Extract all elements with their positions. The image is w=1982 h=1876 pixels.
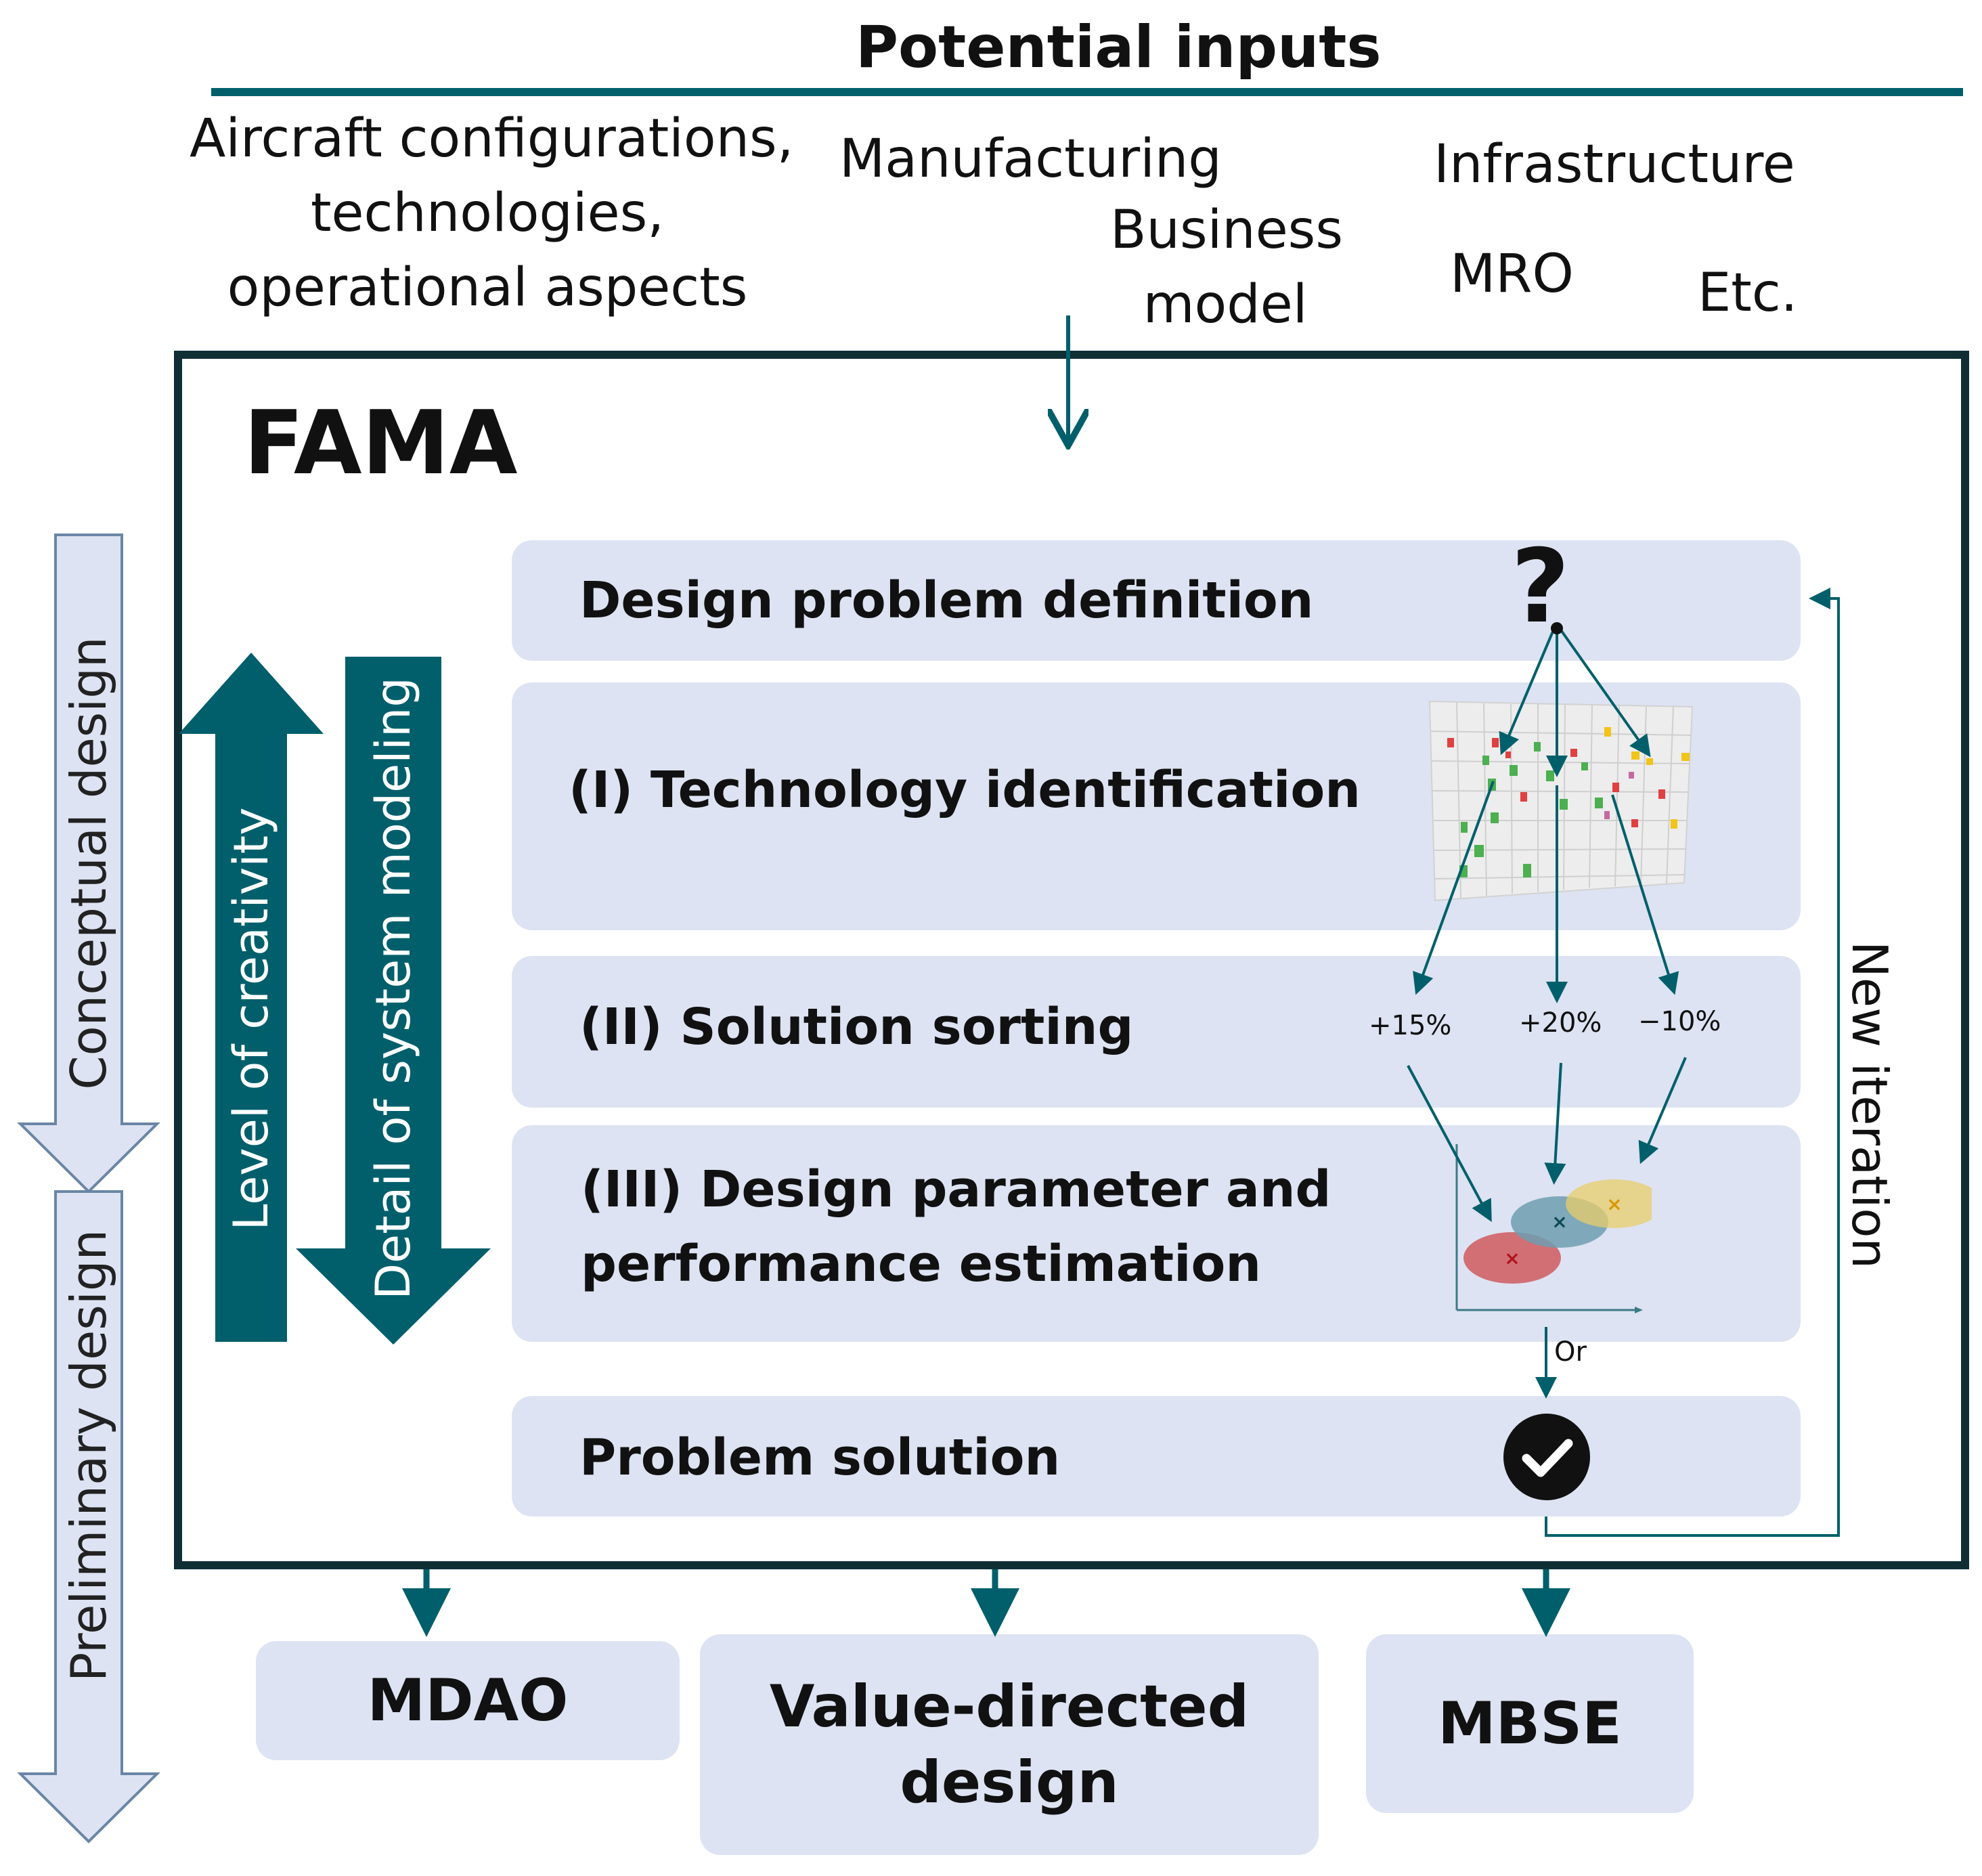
input-business-model: Business model <box>1110 193 1343 342</box>
creativity-up-arrow <box>179 653 324 1342</box>
input-etc: Etc. <box>1698 263 1798 324</box>
output-mbse-label: MBSE <box>1438 1690 1622 1758</box>
yellow-cluster <box>1566 1179 1652 1228</box>
fama-frame <box>174 351 1969 1569</box>
to-cluster-blue <box>1544 1062 1566 1185</box>
fama-title: FAMA <box>244 391 518 494</box>
stage-solution-label: Problem solution <box>579 1428 1061 1487</box>
output-mdao: MDAO <box>256 1641 680 1760</box>
input-business-line-1: Business <box>1110 200 1343 261</box>
creativity-modeling-arrows <box>179 653 491 1345</box>
to-pct-1 <box>1413 781 1495 995</box>
input-aircraft-line-1: Aircraft configurations, <box>190 108 794 169</box>
scatter-3d-icon <box>1428 700 1694 902</box>
stage-identification-label: (I) Technology identification <box>569 761 1361 819</box>
branch-arrow-right <box>1558 627 1651 758</box>
phase-arrows <box>17 533 160 1844</box>
branch-origin-dot <box>1551 622 1563 634</box>
input-aircraft-line-3: operational aspects <box>227 257 748 318</box>
svg-text:×: × <box>1504 1247 1520 1269</box>
stage-estimation-line-1: (III) Design parameter and <box>581 1160 1331 1219</box>
cluster-plot-icon: × × × <box>1455 1144 1652 1313</box>
output-value-directed: Value-directed design <box>700 1634 1319 1855</box>
new-iteration-loop <box>1545 588 1840 1537</box>
to-pct-3 <box>1611 794 1679 995</box>
modeling-down-arrow <box>296 657 491 1345</box>
or-label: Or <box>1554 1336 1587 1368</box>
potential-inputs-title: Potential inputs <box>856 14 1382 81</box>
svg-text:×: × <box>1606 1193 1622 1215</box>
input-aircraft-line-2: technologies, <box>310 183 665 244</box>
input-manufacturing: Manufacturing <box>839 129 1222 190</box>
output-mdao-label: MDAO <box>367 1667 569 1735</box>
input-infrastructure: Infrastructure <box>1434 134 1795 195</box>
output-value-line-2: design <box>900 1749 1119 1816</box>
input-mro: MRO <box>1450 244 1574 305</box>
output-mbse: MBSE <box>1366 1634 1694 1813</box>
pct-label-2: +20% <box>1519 1007 1602 1039</box>
header-rule <box>211 88 1963 96</box>
branch-arrow-left <box>1499 628 1556 756</box>
to-cluster-yellow <box>1638 1057 1687 1164</box>
stage-sorting-label: (II) Solution sorting <box>579 998 1134 1056</box>
stage-definition-box <box>512 540 1801 661</box>
stage-definition-label: Design problem definition <box>579 571 1314 630</box>
output-value-line-1: Value-directed <box>769 1673 1250 1741</box>
pct-label-3: −10% <box>1638 1006 1721 1037</box>
stage-estimation-line-2: performance estimation <box>581 1235 1261 1293</box>
svg-text:×: × <box>1551 1210 1567 1233</box>
to-cluster-red <box>1407 1065 1492 1223</box>
stage-sorting-box <box>512 956 1801 1108</box>
red-cluster <box>1463 1232 1561 1284</box>
pct-label-1: +15% <box>1369 1010 1452 1041</box>
input-business-line-2: model <box>1143 274 1308 335</box>
preliminary-phase-arrow <box>17 1190 160 1844</box>
conceptual-phase-arrow <box>17 533 160 1194</box>
checkmark-icon <box>1503 1414 1590 1500</box>
stage-estimation-label: (III) Design parameter and performance e… <box>581 1152 1331 1301</box>
input-aircraft: Aircraft configurations, technologies, o… <box>190 102 794 325</box>
